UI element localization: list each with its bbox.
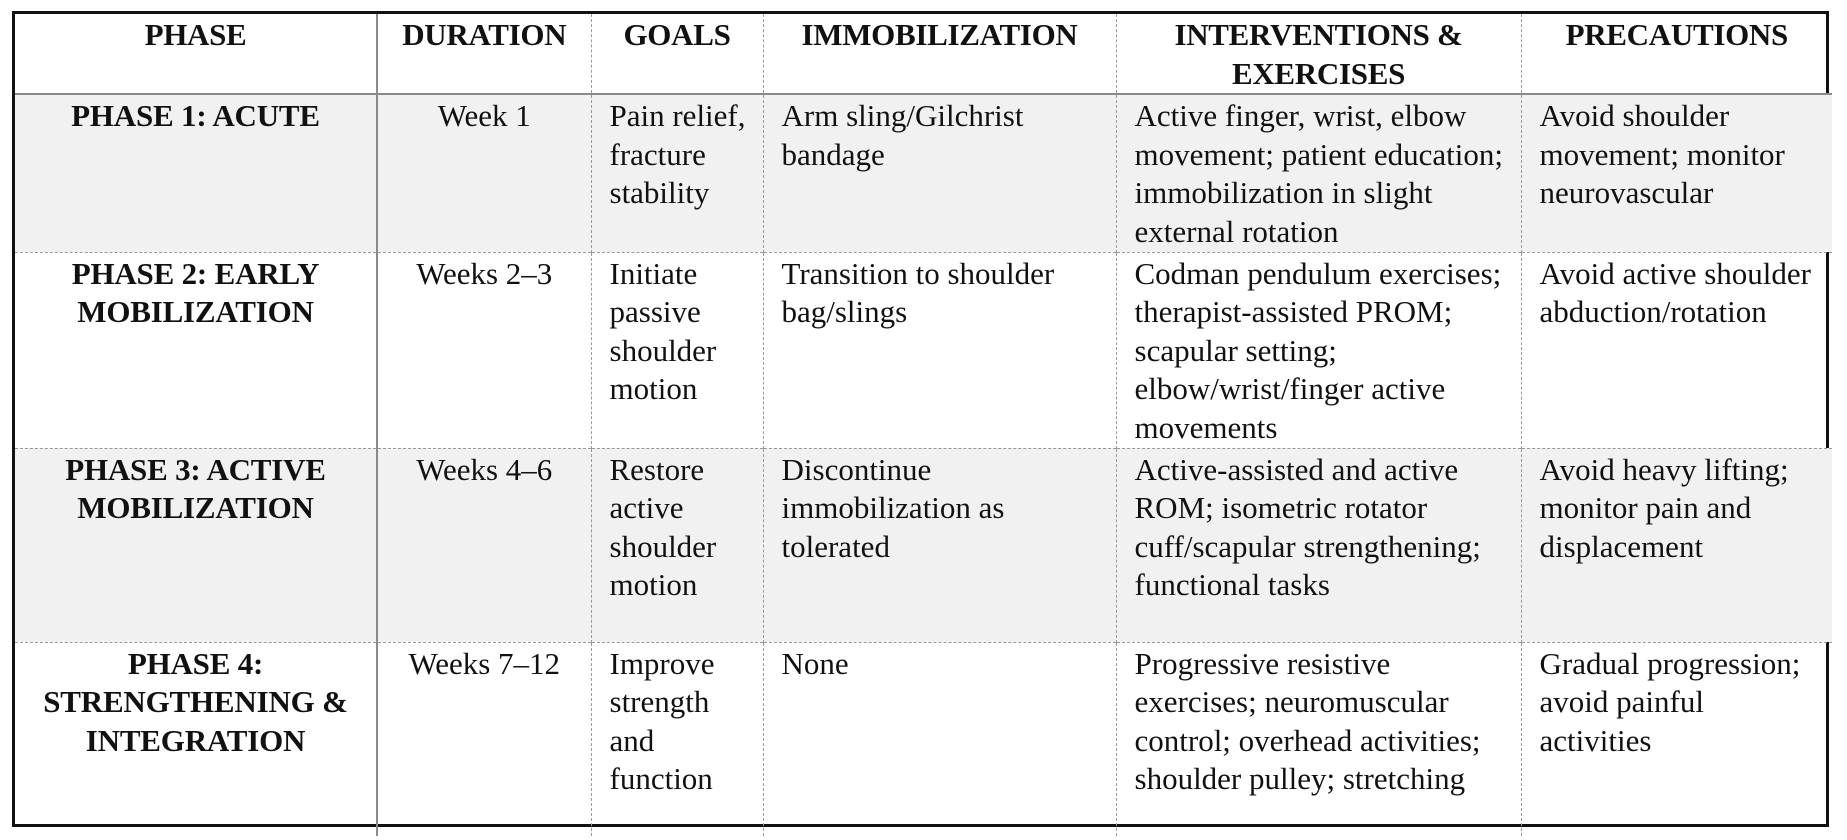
- immobilization-cell: Transition to shoulder bag/slings: [762, 251, 1116, 449]
- interventions-cell: Active-assisted and active ROM; isometri…: [1115, 447, 1521, 643]
- goals-cell: Improve strength and function: [590, 641, 763, 837]
- immobilization-text: Arm sling/Gilchrist bandage: [781, 98, 1024, 172]
- header-duration: DURATION: [376, 14, 591, 95]
- duration-text: Week 1: [437, 98, 531, 134]
- interventions-text: Active-assisted and active ROM; isometri…: [1134, 451, 1481, 603]
- goals-text: Improve strength and function: [609, 645, 715, 797]
- rehab-protocol-table: PHASE DURATION GOALS IMMOBILIZATION INTE…: [15, 14, 1832, 837]
- phase-text: PHASE 4: STRENGTHENING & INTEGRATION: [43, 645, 348, 758]
- interventions-cell: Progressive resistive exercises; neuromu…: [1115, 641, 1521, 837]
- table-row: PHASE 2: EARLY MOBILIZATION Weeks 2–3 In…: [15, 251, 1832, 449]
- rehab-protocol-table-container: PHASE DURATION GOALS IMMOBILIZATION INTE…: [12, 11, 1832, 837]
- phase-text: PHASE 3: ACTIVE MOBILIZATION: [65, 451, 326, 526]
- goals-text: Pain relief, fracture stability: [609, 98, 746, 211]
- precautions-text: Avoid active shoulder abduction/rotation: [1539, 255, 1811, 330]
- interventions-cell: Active finger, wrist, elbow movement; pa…: [1115, 93, 1521, 253]
- precautions-cell: Avoid shoulder movement; monitor neurova…: [1520, 93, 1832, 253]
- duration-cell: Week 1: [376, 93, 591, 253]
- header-precautions: PRECAUTIONS: [1520, 14, 1832, 95]
- duration-cell: Weeks 4–6: [376, 447, 591, 643]
- precautions-cell: Avoid heavy lifting; monitor pain and di…: [1520, 447, 1832, 643]
- precautions-cell: Gradual progression; avoid painful activ…: [1520, 641, 1832, 837]
- goals-cell: Pain relief, fracture stability: [590, 93, 763, 253]
- phase-cell: PHASE 2: EARLY MOBILIZATION: [15, 251, 377, 449]
- immobilization-text: None: [781, 645, 849, 681]
- goals-cell: Initiate passive shoulder motion: [590, 251, 763, 449]
- phase-cell: PHASE 1: ACUTE: [15, 93, 377, 253]
- interventions-cell: Codman pendulum exercises; therapist-ass…: [1115, 251, 1521, 449]
- table-row: PHASE 1: ACUTE Week 1 Pain relief, fract…: [15, 93, 1832, 253]
- duration-text: Weeks 7–12: [408, 645, 561, 681]
- duration-cell: Weeks 7–12: [376, 641, 591, 837]
- table-row: PHASE 4: STRENGTHENING & INTEGRATION Wee…: [15, 641, 1832, 837]
- immobilization-cell: None: [762, 641, 1116, 837]
- immobilization-text: Transition to shoulder bag/slings: [781, 255, 1055, 330]
- header-interventions: INTERVENTIONS & EXERCISES: [1115, 14, 1521, 95]
- duration-text: Weeks 4–6: [416, 451, 553, 487]
- header-row: PHASE DURATION GOALS IMMOBILIZATION INTE…: [15, 14, 1832, 95]
- header-phase: PHASE: [144, 17, 247, 52]
- immobilization-cell: Discontinue immobilization as tolerated: [762, 447, 1116, 643]
- table-row: PHASE 3: ACTIVE MOBILIZATION Weeks 4–6 R…: [15, 447, 1832, 643]
- precautions-text: Avoid shoulder movement; monitor neurova…: [1539, 98, 1785, 211]
- duration-cell: Weeks 2–3: [376, 251, 591, 449]
- phase-cell: PHASE 4: STRENGTHENING & INTEGRATION: [15, 641, 377, 837]
- precautions-cell: Avoid active shoulder abduction/rotation: [1520, 251, 1832, 449]
- phase-text: PHASE 2: EARLY MOBILIZATION: [71, 255, 320, 330]
- immobilization-cell: Arm sling/Gilchrist bandage: [762, 93, 1116, 253]
- phase-cell: PHASE 3: ACTIVE MOBILIZATION: [15, 447, 377, 643]
- goals-text: Initiate passive shoulder motion: [609, 255, 717, 407]
- interventions-text: Progressive resistive exercises; neuromu…: [1134, 645, 1481, 797]
- header-goals: GOALS: [590, 14, 763, 95]
- goals-text: Restore active shoulder motion: [609, 451, 717, 603]
- goals-cell: Restore active shoulder motion: [590, 447, 763, 643]
- interventions-text: Codman pendulum exercises; therapist-ass…: [1134, 255, 1502, 445]
- precautions-text: Avoid heavy lifting; monitor pain and di…: [1539, 451, 1789, 564]
- header-immobilization: IMMOBILIZATION: [762, 14, 1116, 95]
- duration-text: Weeks 2–3: [416, 255, 553, 291]
- immobilization-text: Discontinue immobilization as tolerated: [781, 451, 1005, 564]
- interventions-text: Active finger, wrist, elbow movement; pa…: [1134, 98, 1503, 249]
- precautions-text: Gradual progression; avoid painful activ…: [1539, 645, 1801, 758]
- phase-text: PHASE 1: ACUTE: [71, 98, 320, 134]
